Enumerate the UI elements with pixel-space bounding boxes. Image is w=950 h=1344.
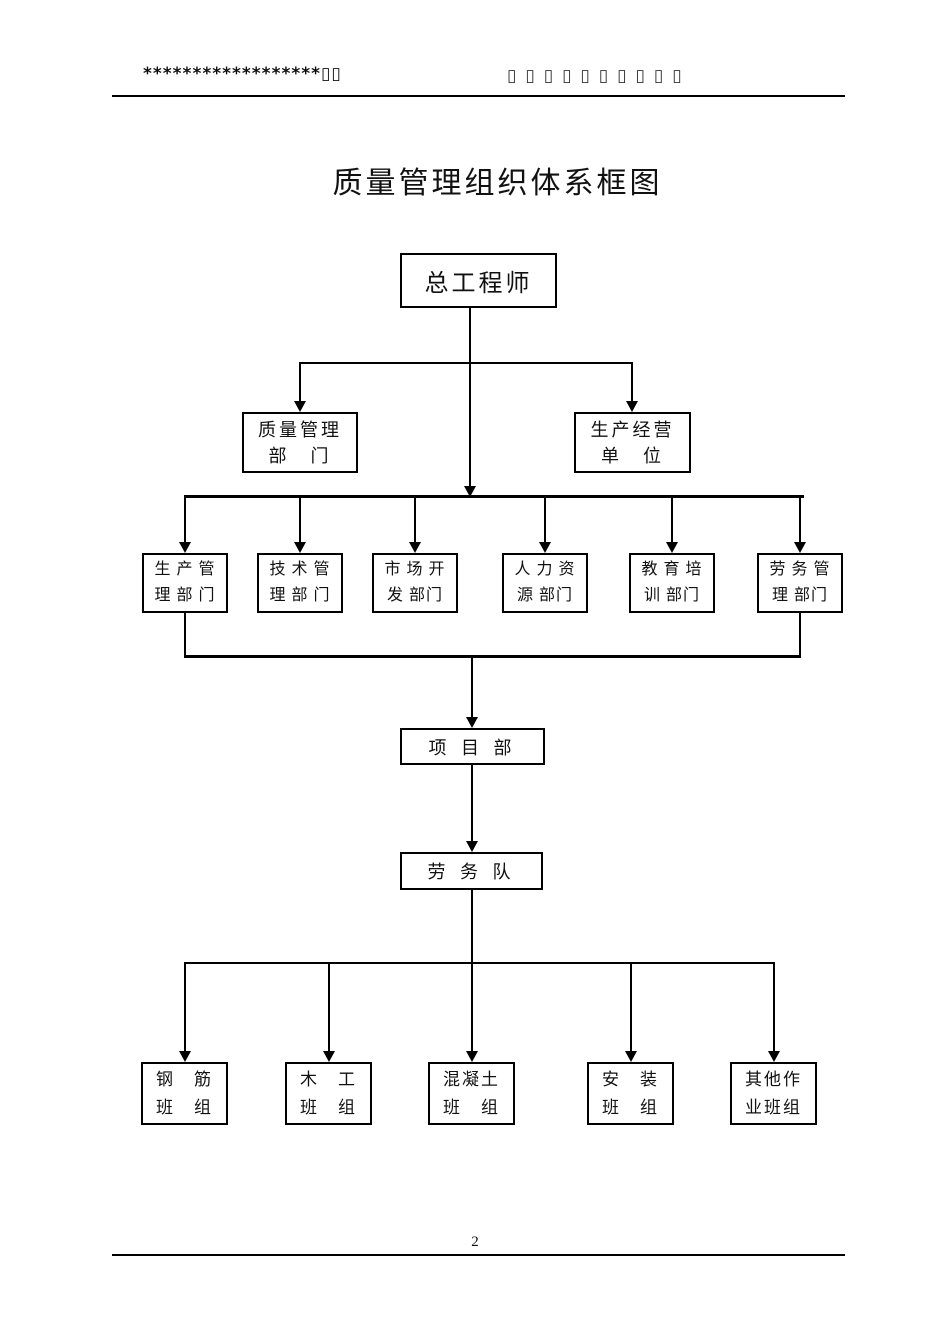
node-label-line: 混凝土 [443, 1069, 500, 1089]
node-label-line: 市 场 开 [384, 561, 446, 578]
node-label-line: 技 术 管 [269, 561, 331, 578]
node-technical-mgmt-dept: 技 术 管 理 部 门 [257, 553, 343, 613]
connector-to-production-unit [631, 362, 633, 402]
node-label-line: 业班组 [745, 1097, 802, 1117]
node-label-line: 钢 筋 [156, 1069, 213, 1089]
connector-drop-crew-3 [471, 964, 473, 1051]
arrow-dept-3-icon [409, 542, 421, 553]
node-label-line: 生产经营 [590, 419, 675, 440]
node-label-line: 单 位 [601, 445, 664, 466]
node-label-line: 部 门 [268, 445, 332, 466]
node-production-operation-unit: 生产经营 单 位 [574, 412, 691, 473]
connector-drop-crew-4 [630, 964, 632, 1051]
connector-to-project-dept [471, 657, 473, 718]
header-left-text: ******************▯▯ [143, 64, 342, 84]
node-label-line: 劳 务 管 [769, 561, 831, 578]
node-market-development-dept: 市 场 开 发 部门 [372, 553, 458, 613]
connector-drop-crew-5 [773, 964, 775, 1051]
connector-drop-dept-2 [299, 498, 301, 543]
footer-rule [112, 1254, 845, 1256]
node-label-line: 班 组 [300, 1097, 357, 1117]
connector-drop-dept-6 [799, 498, 801, 543]
node-rebar-crew: 钢 筋 班 组 [141, 1062, 228, 1125]
node-labor-mgmt-dept: 劳 务 管 理 部门 [757, 553, 843, 613]
arrow-dept-4-icon [539, 542, 551, 553]
arrow-crew-5-icon [768, 1051, 780, 1062]
page-number: 2 [471, 1234, 479, 1250]
connector-drop-dept-3 [414, 498, 416, 543]
connector-level2-branch [299, 362, 633, 364]
node-label-line: 教 育 培 [641, 561, 703, 578]
node-label-line: 理 部 门 [154, 587, 216, 604]
node-quality-management-dept: 质量管理 部 门 [242, 412, 358, 473]
arrow-dept-1-icon [179, 542, 191, 553]
node-label-line: 源 部门 [516, 587, 573, 604]
node-label-line: 班 组 [156, 1097, 213, 1117]
node-label: 劳 务 队 [427, 862, 516, 882]
node-label-line: 理 部 门 [269, 587, 331, 604]
node-label-line: 其他作 [745, 1069, 802, 1089]
node-human-resources-dept: 人 力 资 源 部门 [502, 553, 588, 613]
connector-collector-bus [184, 655, 801, 658]
arrow-to-production-unit-icon [626, 401, 638, 412]
node-project-dept: 项 目 部 [400, 728, 545, 765]
node-installation-crew: 安 装 班 组 [587, 1062, 674, 1125]
node-label-line: 生 产 管 [154, 561, 216, 578]
arrow-crew-1-icon [179, 1051, 191, 1062]
connector-drop-crew-2 [328, 964, 330, 1051]
connector-to-quality-dept [299, 362, 301, 402]
node-concrete-crew: 混凝土 班 组 [428, 1062, 515, 1125]
node-label: 总工程师 [424, 271, 533, 297]
node-label-line: 班 组 [443, 1097, 500, 1117]
connector-crews-bus [184, 962, 775, 964]
connector-collect-left [184, 613, 186, 657]
header-rule [112, 95, 845, 97]
node-label-line: 木 工 [300, 1069, 357, 1089]
node-labor-team: 劳 务 队 [400, 852, 543, 890]
node-carpentry-crew: 木 工 班 组 [285, 1062, 372, 1125]
arrow-to-labor-team-icon [466, 841, 478, 852]
connector-collect-right [799, 613, 801, 657]
node-label-line: 发 部门 [386, 587, 443, 604]
arrow-chief-to-main-icon [464, 486, 476, 497]
node-label-line: 安 装 [602, 1069, 659, 1089]
arrow-crew-4-icon [625, 1051, 637, 1062]
connector-drop-dept-1 [184, 498, 186, 543]
node-production-mgmt-dept: 生 产 管 理 部 门 [142, 553, 228, 613]
connector-drop-dept-4 [544, 498, 546, 543]
header-right-text: ▯▯▯▯▯▯▯▯▯▯ [507, 66, 691, 85]
arrow-to-quality-dept-icon [294, 401, 306, 412]
page-title: 质量管理组织体系框图 [332, 167, 663, 200]
connector-chief-trunk [469, 308, 471, 488]
node-chief-engineer: 总工程师 [400, 253, 557, 308]
node-other-work-crew: 其他作 业班组 [730, 1062, 817, 1125]
arrow-dept-5-icon [666, 542, 678, 553]
arrow-dept-6-icon [794, 542, 806, 553]
connector-drop-dept-5 [671, 498, 673, 543]
connector-drop-crew-1 [184, 964, 186, 1051]
node-education-training-dept: 教 育 培 训 部门 [629, 553, 715, 613]
node-label-line: 人 力 资 [514, 561, 576, 578]
arrow-crew-3-icon [466, 1051, 478, 1062]
node-label-line: 质量管理 [258, 419, 342, 440]
node-label-line: 理 部门 [771, 587, 828, 604]
arrow-crew-2-icon [323, 1051, 335, 1062]
arrow-to-project-dept-icon [466, 717, 478, 728]
arrow-dept-2-icon [294, 542, 306, 553]
node-label-line: 班 组 [602, 1097, 659, 1117]
connector-project-to-labor [471, 765, 473, 842]
node-label-line: 训 部门 [643, 587, 700, 604]
node-label: 项 目 部 [428, 737, 517, 758]
connector-departments-bus [184, 495, 804, 498]
connector-labor-trunk [471, 890, 473, 964]
